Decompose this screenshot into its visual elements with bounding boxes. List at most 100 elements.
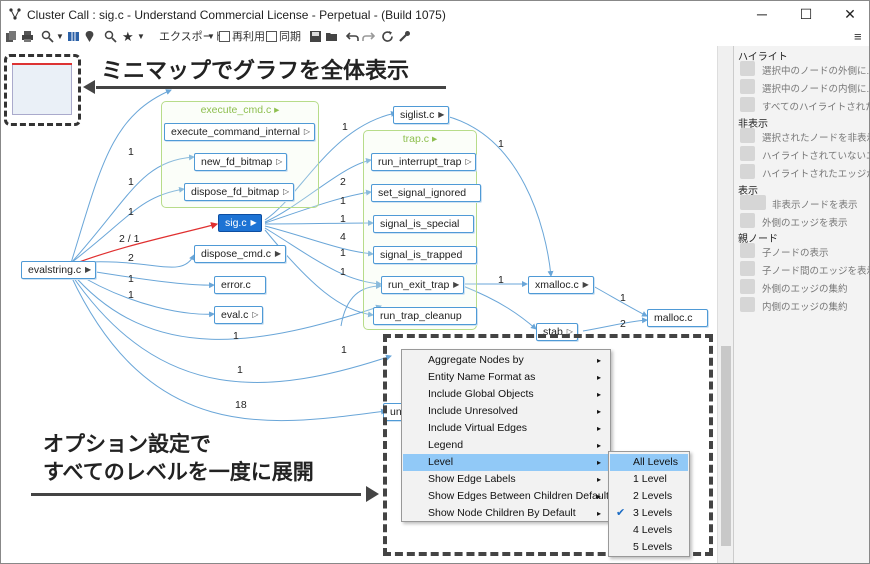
map-icon[interactable]: [67, 30, 80, 43]
node-label: xmalloc.c: [535, 279, 579, 291]
expand-arrow-icon[interactable]: ▷: [465, 157, 472, 166]
menu-item-show-node-children[interactable]: Show Node Children By Default▸: [403, 505, 609, 522]
level-3[interactable]: ✔3 Levels: [610, 505, 688, 522]
chevron-down-icon[interactable]: ▼: [56, 32, 64, 41]
menu-item-entity-name-format[interactable]: Entity Name Format as▸: [403, 369, 609, 386]
node-siglist[interactable]: siglist.c▶: [393, 106, 450, 124]
node-signal-is-trapped[interactable]: signal_is_trapped: [373, 246, 478, 264]
menu-item-level[interactable]: Level▸: [403, 454, 609, 471]
expand-arrow-icon[interactable]: ▶: [438, 110, 445, 119]
minimap-viewport[interactable]: [12, 63, 72, 115]
menu-hamburger-icon[interactable]: ≡: [854, 29, 862, 44]
expand-arrow-icon[interactable]: ▶: [582, 280, 589, 289]
level-all[interactable]: All Levels: [610, 454, 688, 471]
menu-item-aggregate-nodes[interactable]: Aggregate Nodes by▸: [403, 352, 609, 369]
menu-item-include-unresolved[interactable]: Include Unresolved▸: [403, 403, 609, 420]
expand-arrow-icon[interactable]: ▶: [84, 265, 92, 274]
sync-label: 同期: [279, 31, 301, 43]
highlight-all-item[interactable]: すべてのハイライトされたエ...: [738, 96, 870, 113]
print-icon[interactable]: [21, 30, 34, 43]
zoom-search-icon[interactable]: [41, 30, 54, 43]
menu-item-label: Show Edge Labels: [428, 473, 516, 485]
submenu-arrow-icon: ▸: [596, 441, 601, 450]
level-4[interactable]: 4 Levels: [610, 522, 688, 539]
edge-label: 2: [128, 252, 134, 264]
undo-icon[interactable]: [346, 30, 359, 43]
copy-icon[interactable]: [5, 30, 18, 43]
callout-underline: [96, 86, 446, 89]
node-label: sig.c: [225, 217, 247, 229]
node-error[interactable]: error.c: [214, 276, 266, 294]
node-xmalloc[interactable]: xmalloc.c▶: [528, 276, 594, 294]
edge-label: 1: [340, 266, 346, 278]
window-title: Cluster Call : sig.c - Understand Commer…: [27, 8, 446, 22]
aggregate-inside-item[interactable]: 内側のエッジの集約: [738, 296, 868, 313]
level-5[interactable]: 5 Levels: [610, 539, 688, 556]
node-new-fd-bitmap[interactable]: new_fd_bitmap▷: [194, 153, 288, 171]
minimap[interactable]: [4, 54, 81, 126]
export-menu[interactable]: エクスポート: [159, 31, 225, 43]
node-run-exit-trap[interactable]: run_exit_trap▶: [381, 276, 465, 294]
level-2[interactable]: 2 Levels: [610, 488, 688, 505]
menu-item-include-virtual-edges[interactable]: Include Virtual Edges▸: [403, 420, 609, 437]
save-icon[interactable]: [309, 30, 322, 43]
show-hidden-item[interactable]: 非表示ノードを表示: [738, 194, 868, 211]
canvas-scrollbar[interactable]: [717, 46, 733, 563]
expand-arrow-icon[interactable]: ▶: [250, 218, 257, 227]
hide-no-edge-item[interactable]: ハイライトされたエッジがな...: [738, 163, 870, 180]
expand-arrow-icon[interactable]: ▷: [566, 327, 573, 336]
node-sig-selected[interactable]: sig.c▶: [218, 214, 262, 232]
folder-icon[interactable]: [325, 30, 338, 43]
scrollbar-thumb[interactable]: [721, 346, 731, 546]
menu-item-show-edges-between-children[interactable]: Show Edges Between Children Default▸: [403, 488, 609, 505]
zoom-in-icon[interactable]: [104, 30, 117, 43]
node-evalstring[interactable]: evalstring.c▶: [21, 261, 97, 279]
node-eval[interactable]: eval.c▷: [214, 306, 264, 324]
sync-checkbox[interactable]: [266, 31, 277, 42]
node-run-trap-cleanup[interactable]: run_trap_cleanup: [373, 307, 477, 325]
submenu-item-label: 2 Levels: [633, 490, 673, 502]
show-outside-edges-item[interactable]: 外側のエッジを表示: [738, 212, 868, 229]
node-signal-is-special[interactable]: signal_is_special: [373, 215, 475, 233]
hide-selected-item[interactable]: 選択されたノードを非表示: [738, 127, 870, 144]
location-pin-icon[interactable]: [83, 30, 96, 43]
eye-icon: [740, 195, 766, 210]
menu-item-label: Show Edges Between Children Default: [428, 490, 609, 502]
aggregate-outside-item[interactable]: 外側のエッジの集約: [738, 278, 868, 295]
node-dispose-fd-bitmap[interactable]: dispose_fd_bitmap▷: [184, 183, 295, 201]
expand-arrow-icon[interactable]: ▷: [276, 157, 283, 166]
expand-arrow-icon[interactable]: ▶: [274, 249, 282, 258]
redo-icon[interactable]: [362, 30, 375, 43]
expand-arrow-icon[interactable]: ▷: [252, 310, 259, 319]
node-dispose-cmd[interactable]: dispose_cmd.c▶: [194, 245, 287, 263]
node-malloc[interactable]: malloc.c: [647, 309, 708, 327]
reuse-checkbox[interactable]: [219, 31, 230, 42]
export-chevron-icon[interactable]: ▼: [207, 32, 215, 41]
maximize-button[interactable]: ☐: [799, 6, 813, 22]
node-set-signal-ignored[interactable]: set_signal_ignored: [371, 184, 482, 202]
menu-item-include-global-objects[interactable]: Include Global Objects▸: [403, 386, 609, 403]
edge-label: 1: [498, 138, 504, 150]
title-bar: Cluster Call : sig.c - Understand Commer…: [1, 1, 869, 28]
expand-arrow-icon[interactable]: ▷: [283, 187, 290, 196]
highlight-inside-item[interactable]: 選択中のノードの内側に...: [738, 78, 870, 95]
close-button[interactable]: ✕: [844, 6, 856, 22]
level-1[interactable]: 1 Level: [610, 471, 688, 488]
panel-item-label: 子ノード間のエッジを表示: [762, 266, 870, 277]
node-execute-command-internal[interactable]: execute_command_internal▷: [164, 123, 315, 141]
node-run-interrupt-trap[interactable]: run_interrupt_trap▷: [371, 153, 477, 171]
expand-arrow-icon[interactable]: ▶: [453, 280, 460, 289]
expand-arrow-icon[interactable]: ▷: [303, 127, 310, 136]
wrench-icon[interactable]: [398, 30, 411, 43]
chevron-down-icon[interactable]: ▼: [137, 32, 145, 41]
hide-unhighlighted-item[interactable]: ハイライトされていないエッ...: [738, 145, 870, 162]
menu-item-show-edge-labels[interactable]: Show Edge Labels▸: [403, 471, 609, 488]
show-children-item[interactable]: 子ノードの表示: [738, 242, 868, 259]
minimize-button[interactable]: ─: [757, 6, 767, 22]
node-label: malloc.c: [654, 312, 693, 324]
highlight-outside-item[interactable]: 選択中のノードの外側に...: [738, 60, 870, 77]
star-icon[interactable]: ★: [122, 29, 134, 44]
show-child-edges-item[interactable]: 子ノード間のエッジを表示: [738, 260, 870, 277]
menu-item-legend[interactable]: Legend▸: [403, 437, 609, 454]
refresh-icon[interactable]: [381, 30, 394, 43]
